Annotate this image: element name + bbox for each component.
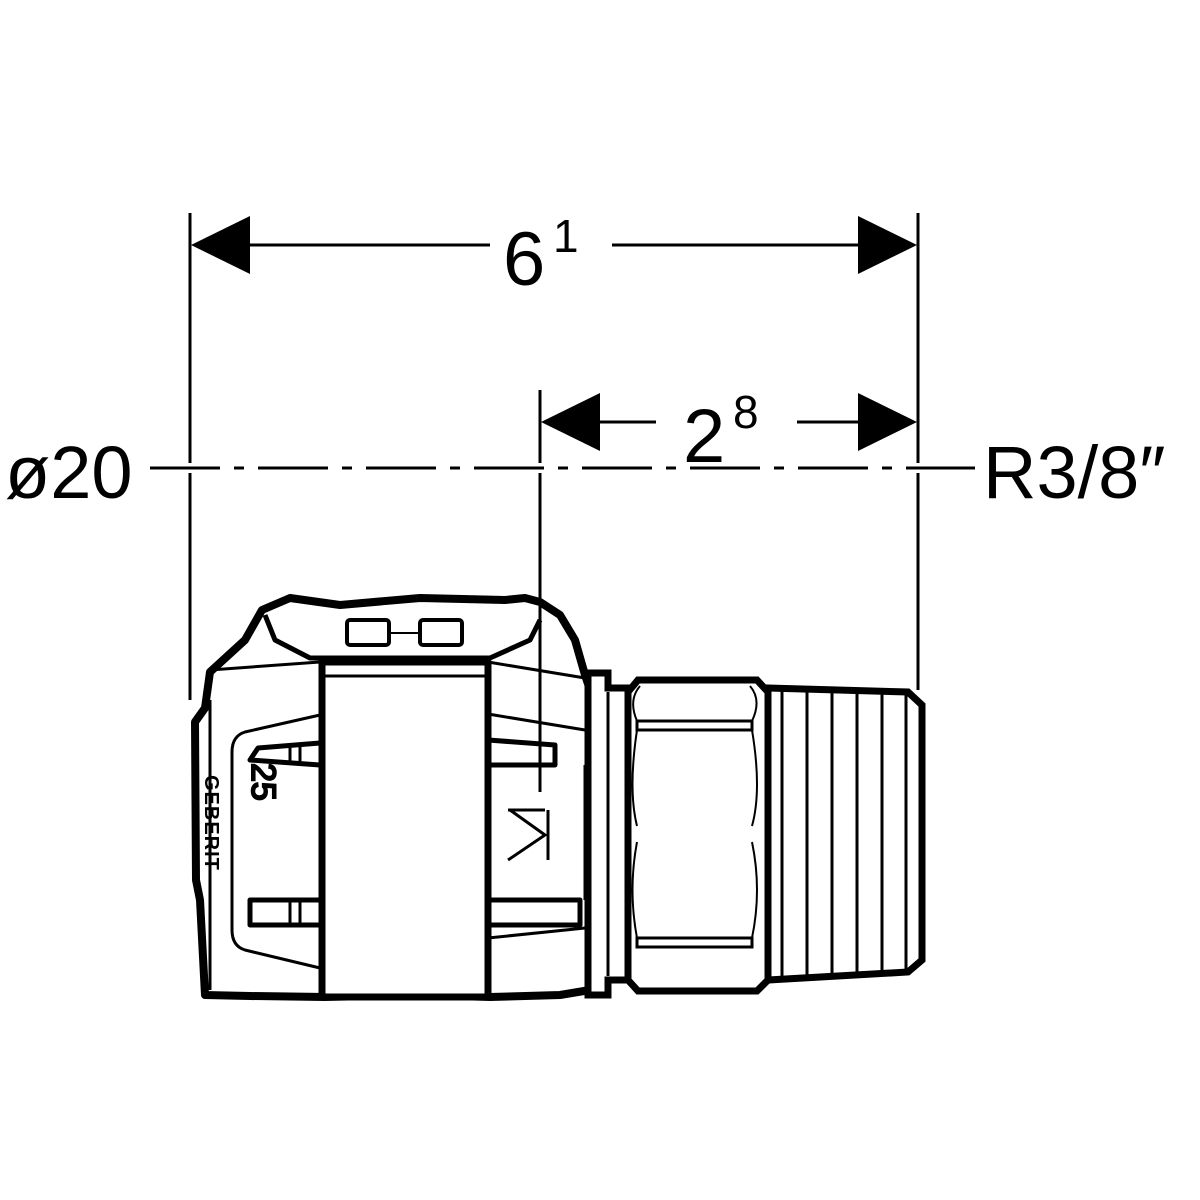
left-connection-label: ø20 (5, 431, 133, 514)
arrowhead-right-icon (858, 216, 917, 274)
arrowhead-left-icon (191, 216, 250, 274)
geberit-logo: GEBERIT (200, 775, 222, 871)
right-connection-label: R3/8″ (983, 431, 1166, 514)
dimension-superscript: 8 (733, 386, 759, 438)
push-fit-body (191, 594, 594, 1001)
dimension-overall: 6 1 (191, 210, 917, 302)
flow-direction-icon (507, 808, 550, 862)
collar (584, 669, 632, 999)
male-thread (764, 684, 926, 984)
dimension-superscript: 1 (553, 210, 579, 262)
arrowhead-right-icon (858, 393, 917, 451)
hex-nut (624, 676, 772, 995)
extension-lines (188, 213, 920, 792)
dimension-value: 6 (503, 217, 545, 302)
arrowhead-left-icon (541, 393, 600, 451)
size-marking: 25 (244, 763, 282, 801)
